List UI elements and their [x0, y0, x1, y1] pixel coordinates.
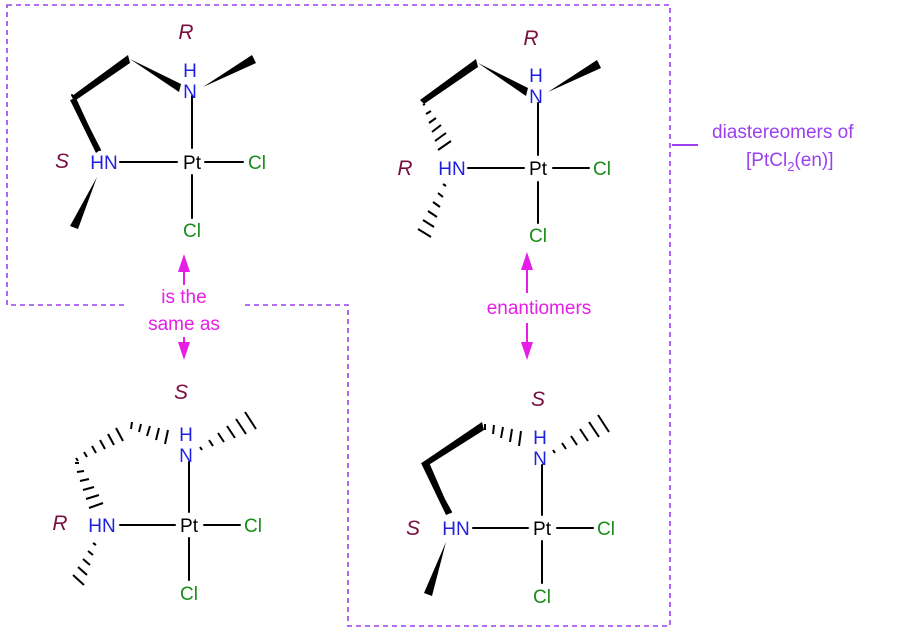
- atom-cl-right: Cl: [593, 159, 611, 180]
- atom-cl-right: Cl: [248, 153, 266, 174]
- atom-hn: HN: [90, 153, 117, 174]
- hash-bond: [72, 542, 97, 586]
- molecule-top-left: R S H N HN Pt Cl Cl: [55, 21, 266, 242]
- atom-h: H: [179, 425, 193, 446]
- atom-n: N: [533, 449, 547, 470]
- hash-bond: [484, 424, 522, 447]
- atom-n: N: [179, 446, 193, 467]
- enantiomers-arrow-icon: [460, 252, 594, 360]
- hash-bond: [75, 427, 124, 462]
- config-label-lower: R: [52, 512, 67, 535]
- same-as-label-line2: same as: [148, 314, 220, 335]
- enantiomers-label: enantiomers: [487, 298, 592, 319]
- atom-h: H: [183, 61, 197, 82]
- atom-pt: Pt: [180, 516, 199, 537]
- atom-cl-bottom: Cl: [183, 221, 201, 242]
- same-as-label-line1: is the: [161, 287, 206, 308]
- molecule-top-right: R R H N HN Pt Cl Cl: [397, 27, 611, 247]
- config-label-upper: R: [523, 27, 538, 50]
- hash-bond: [130, 421, 169, 445]
- dashed-diastereomer-box: [6, 4, 671, 627]
- config-label-lower: S: [406, 517, 420, 540]
- config-label-lower: S: [55, 150, 69, 173]
- config-label-upper: R: [178, 21, 193, 44]
- atom-h: H: [533, 428, 547, 449]
- hash-bond: [75, 462, 104, 509]
- atom-n: N: [529, 87, 543, 108]
- atom-hn: HN: [442, 519, 469, 540]
- config-label-lower: R: [397, 157, 412, 180]
- diastereomers-label-line1: diastereomers of: [712, 122, 854, 143]
- config-label-upper: S: [174, 381, 188, 404]
- atom-h: H: [529, 66, 543, 87]
- atom-cl-right: Cl: [597, 519, 615, 540]
- hash-bond: [552, 414, 610, 454]
- atom-hn: HN: [88, 516, 115, 537]
- hash-bond: [422, 103, 452, 151]
- hash-bond: [199, 411, 257, 451]
- atom-pt: Pt: [183, 153, 202, 174]
- atom-pt: Pt: [529, 159, 548, 180]
- atom-pt: Pt: [533, 519, 552, 540]
- atom-cl-bottom: Cl: [180, 584, 198, 605]
- molecule-bottom-right: S S H N HN Pt Cl Cl: [406, 388, 615, 608]
- atom-hn: HN: [438, 159, 465, 180]
- config-label-upper: S: [531, 388, 545, 411]
- atom-n: N: [183, 82, 197, 103]
- hash-bond: [417, 183, 447, 238]
- atom-cl-bottom: Cl: [529, 226, 547, 247]
- same-as-arrow-icon: [126, 254, 244, 360]
- atom-cl-bottom: Cl: [533, 587, 551, 608]
- atom-cl-right: Cl: [244, 516, 262, 537]
- molecule-bottom-left: S R: [52, 381, 262, 605]
- diastereomers-label-line2: [PtCl2(en)]: [746, 150, 834, 174]
